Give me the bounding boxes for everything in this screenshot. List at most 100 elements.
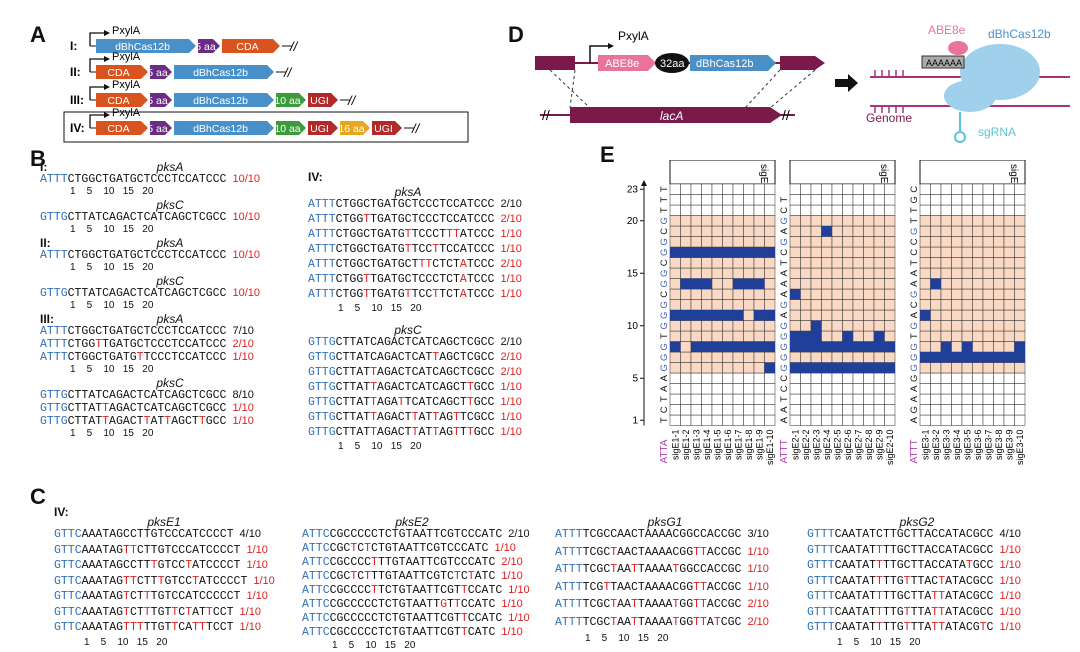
ratio-label: 1/10 [500, 288, 522, 300]
protospacer-base: T [909, 260, 920, 266]
heatmap-cell [1014, 278, 1026, 290]
heatmap-cell [982, 204, 994, 216]
protospacer-base: G [659, 312, 670, 319]
heatmap-cell [972, 330, 984, 342]
heatmap-cell [919, 341, 931, 353]
heatmap-cell [680, 194, 692, 206]
heatmap-cell [789, 351, 801, 363]
heatmap-cell [1014, 225, 1026, 237]
heatmap-cell [863, 246, 875, 258]
heatmap-cell [789, 215, 801, 227]
heatmap-cell [919, 330, 931, 342]
heatmap-cell [972, 267, 984, 279]
heatmap-cell [951, 320, 963, 332]
heatmap-cell [842, 372, 854, 384]
heatmap-cell [940, 309, 952, 321]
heatmap-cell [800, 215, 812, 227]
heatmap-cell [863, 320, 875, 332]
heatmap-cell [993, 383, 1005, 395]
heatmap-cell [690, 320, 702, 332]
protospacer-base: A [659, 385, 670, 392]
heatmap-cell [884, 320, 896, 332]
ratio-label: 1/10 [232, 415, 254, 427]
heatmap-cell [919, 215, 931, 227]
heatmap-cell [873, 204, 885, 216]
sequence-row: GTTTCAATATTTTGCTTACCATACGCC [807, 543, 994, 557]
pam-label: ATTT [779, 439, 790, 463]
heatmap-cell [1003, 393, 1015, 405]
construct-part-label: UGI [310, 95, 329, 107]
column-label: sigE2-5 [832, 430, 842, 461]
heatmap-cell [1014, 204, 1026, 216]
protospacer-base: G [909, 343, 920, 350]
heatmap-cell [1014, 330, 1026, 342]
heatmap-cell [680, 404, 692, 416]
heatmap-cell [1014, 414, 1026, 426]
heatmap-cell [690, 404, 702, 416]
heatmap-cell [690, 183, 702, 195]
heatmap-cell [722, 299, 734, 311]
heatmap-cell [940, 278, 952, 290]
edited-cell [832, 362, 843, 373]
heatmap-cell [743, 257, 755, 269]
heatmap-cell [711, 236, 723, 248]
edited-cell [853, 362, 864, 373]
edited-cell [754, 247, 765, 258]
heatmap-cell [972, 225, 984, 237]
heatmap-cell [831, 267, 843, 279]
heatmap-cell [972, 236, 984, 248]
heatmap-cell [972, 320, 984, 332]
heatmap-cell [680, 215, 692, 227]
heatmap-cell [852, 414, 864, 426]
heatmap-cell [722, 225, 734, 237]
heatmap-cell [1003, 246, 1015, 258]
heatmap-cell [940, 362, 952, 374]
heatmap-cell [1003, 320, 1015, 332]
heatmap-cell [753, 414, 765, 426]
construct-part-label: 5 aa [147, 95, 168, 107]
laca-label: lacA [660, 109, 683, 123]
column-label: sigE3-5 [962, 430, 972, 461]
column-label: sigE2-6 [843, 430, 853, 461]
heatmap-cell [764, 225, 776, 237]
edited-cell [930, 352, 941, 363]
heatmap-cell [669, 414, 681, 426]
heatmap-cell [690, 362, 702, 374]
edited-cell [680, 310, 691, 321]
edited-cell [930, 278, 941, 289]
heatmap-cell [993, 372, 1005, 384]
edited-cell [764, 310, 775, 321]
construct-part [96, 39, 196, 53]
heatmap-cell [743, 194, 755, 206]
heatmap-cell [800, 404, 812, 416]
heatmap-cell [701, 257, 713, 269]
heatmap-cell [940, 257, 952, 269]
heatmap-cell [669, 225, 681, 237]
linker-ellipse [655, 53, 689, 73]
protospacer-base: G [909, 406, 920, 413]
ratio-label: 3/10 [747, 528, 769, 540]
edited-cell [1004, 352, 1015, 363]
construct-part-label: UGI [374, 123, 393, 135]
edited-cell [754, 310, 765, 321]
heatmap-cell [961, 215, 973, 227]
heatmap-cell [680, 183, 692, 195]
edited-cell [790, 331, 801, 342]
column-label: sigE3-10 [1015, 430, 1025, 466]
heatmap-cell [972, 215, 984, 227]
protospacer-base: G [659, 343, 670, 350]
heatmap-cell [690, 414, 702, 426]
heatmap-cell [884, 278, 896, 290]
construct-label: I: [40, 160, 48, 174]
heatmap-cell [831, 383, 843, 395]
heatmap-cell [1014, 236, 1026, 248]
gene-name: pksG2 [899, 515, 935, 529]
edited-cell [842, 331, 853, 342]
edited-cell [1014, 341, 1025, 352]
heatmap-cell [711, 204, 723, 216]
heatmap-cell [831, 288, 843, 300]
heatmap-cell [951, 372, 963, 384]
heatmap-cell [831, 393, 843, 405]
